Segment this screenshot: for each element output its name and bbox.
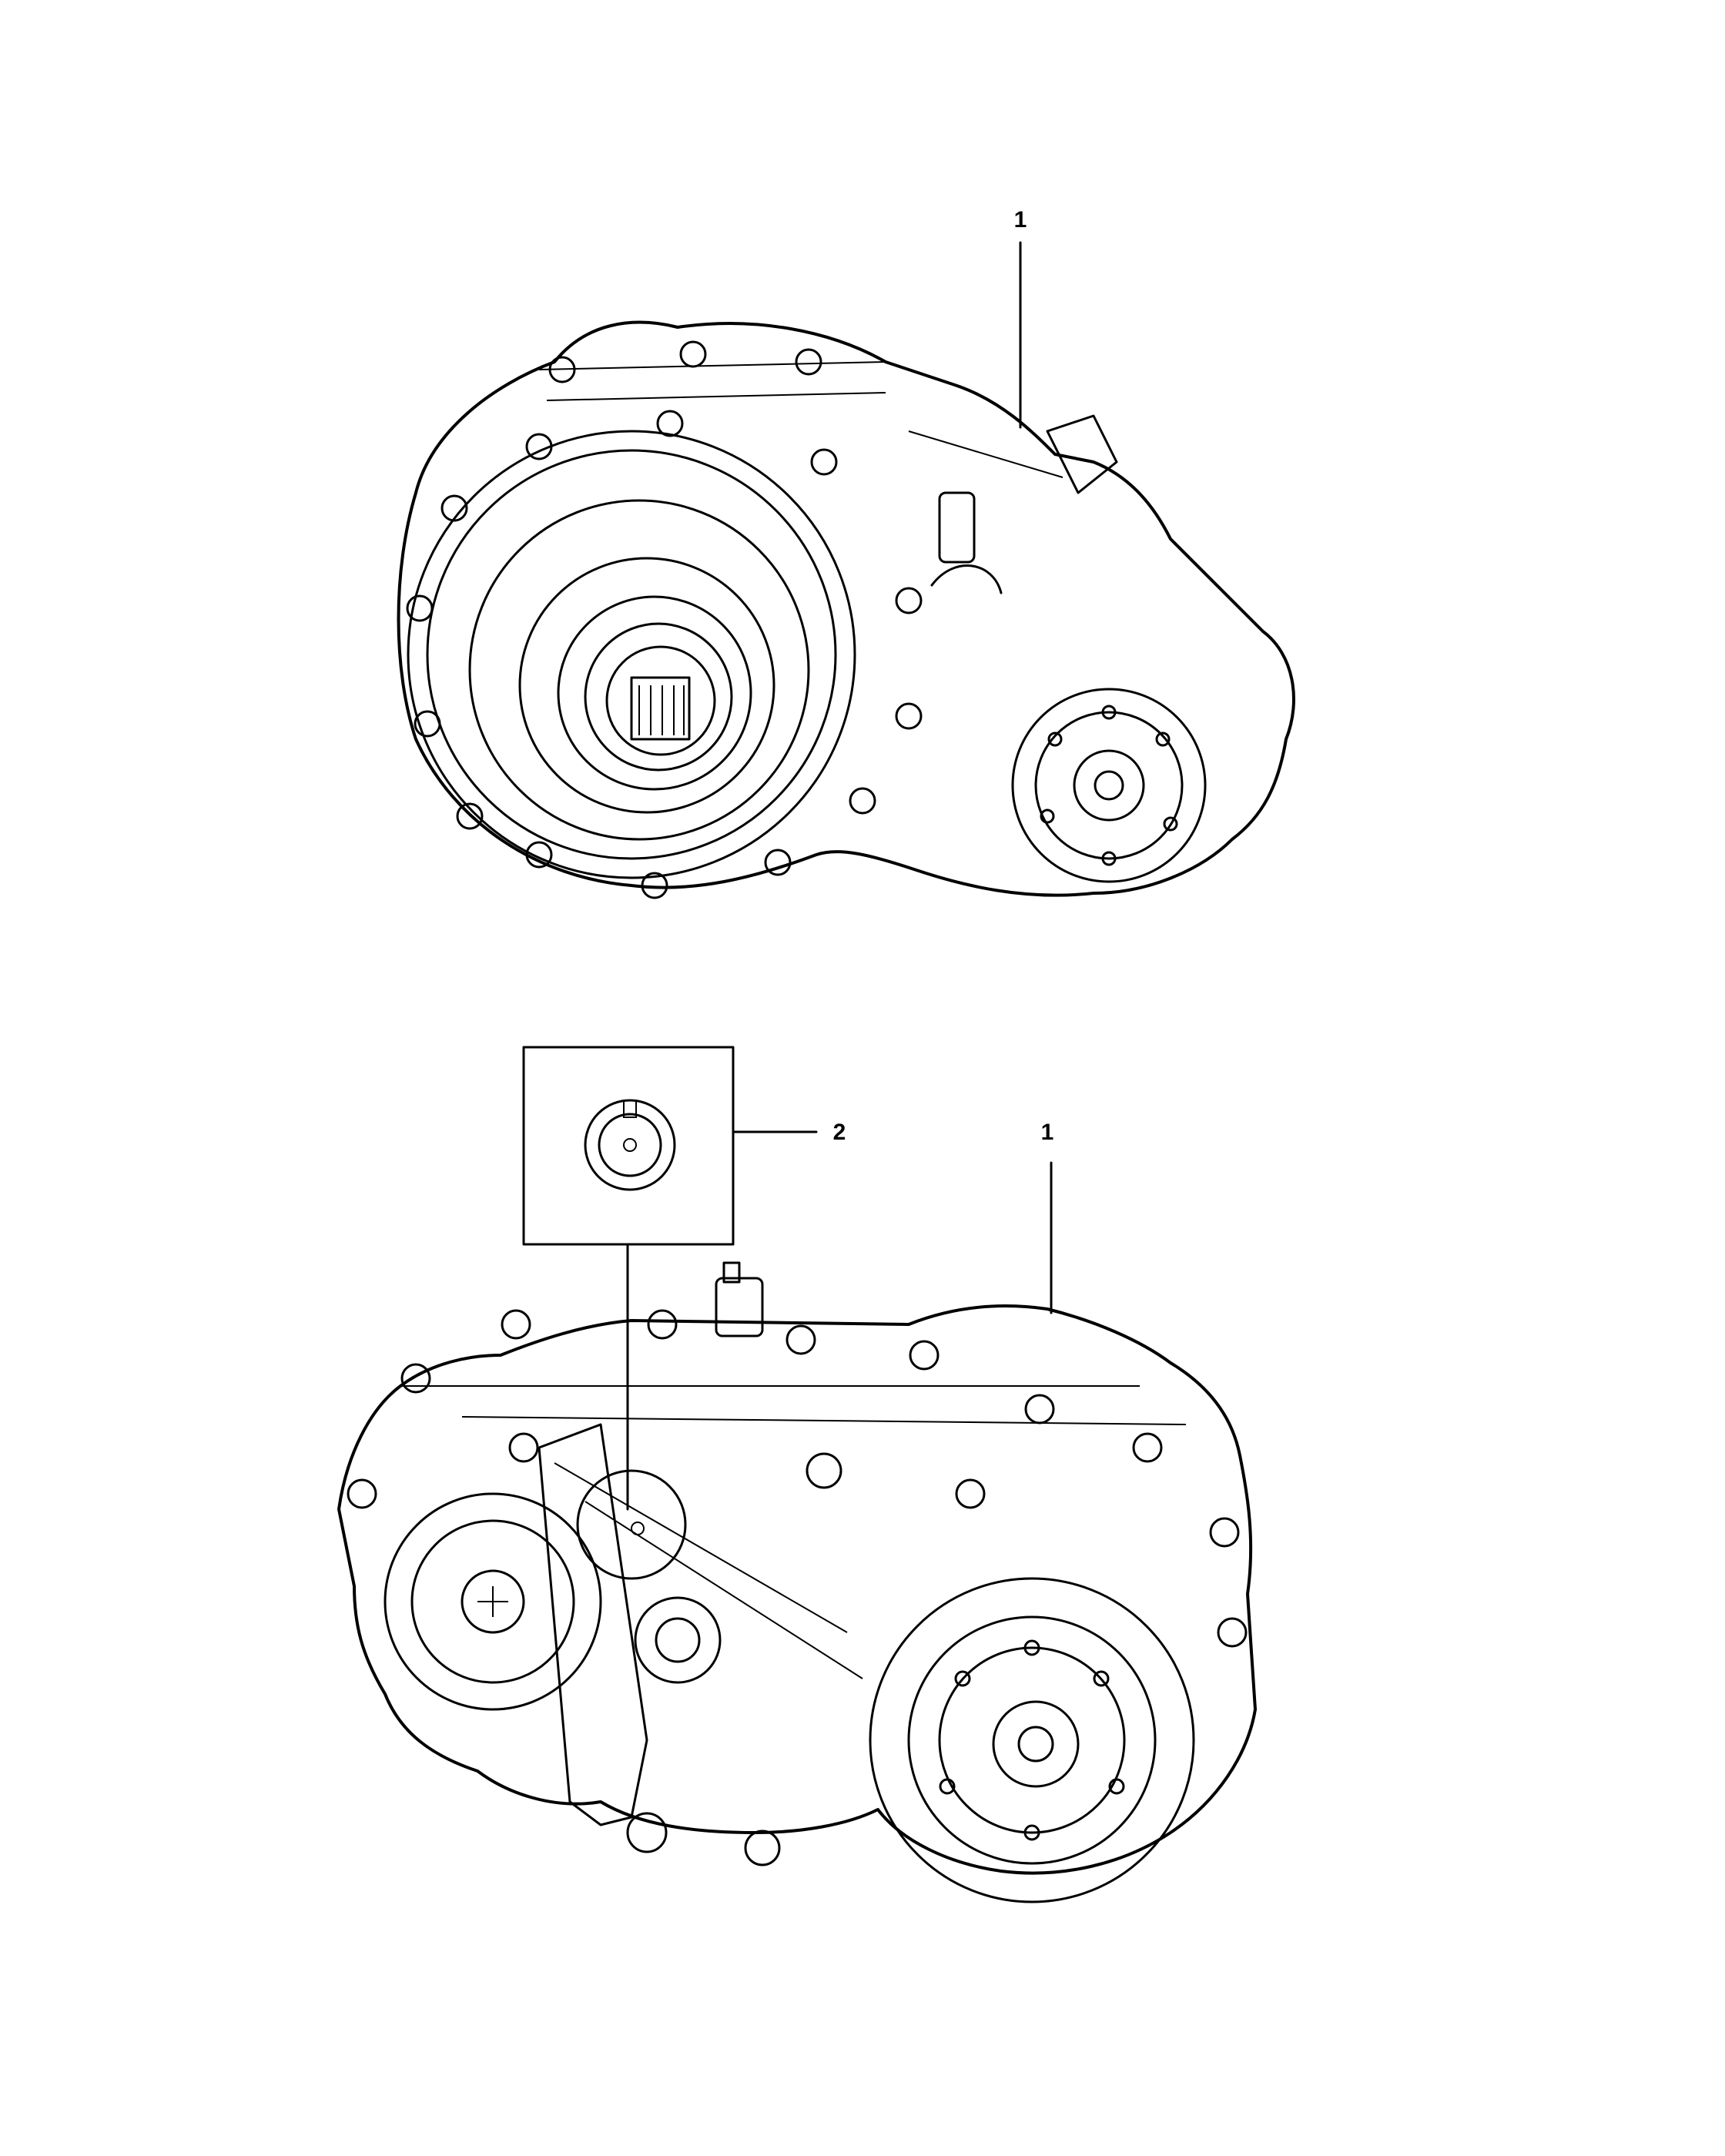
inset-frame (522, 1046, 735, 1246)
callout-label-2: 2 (833, 1120, 846, 1145)
transfer-case-rear-view (337, 1261, 1257, 1903)
callout-bottom-part-1: 1 (1041, 1120, 1054, 1314)
inset-detail-box (522, 1046, 735, 1511)
callout-inset-part-2: 2 (732, 1120, 846, 1145)
transfer-case-front-view (397, 320, 1295, 899)
callout-top-part-1: 1 (1014, 207, 1027, 429)
plug-detail-icon (584, 1099, 676, 1191)
callout-label-top-1: 1 (1014, 207, 1027, 233)
callout-label-bottom-1: 1 (1041, 1120, 1054, 1145)
